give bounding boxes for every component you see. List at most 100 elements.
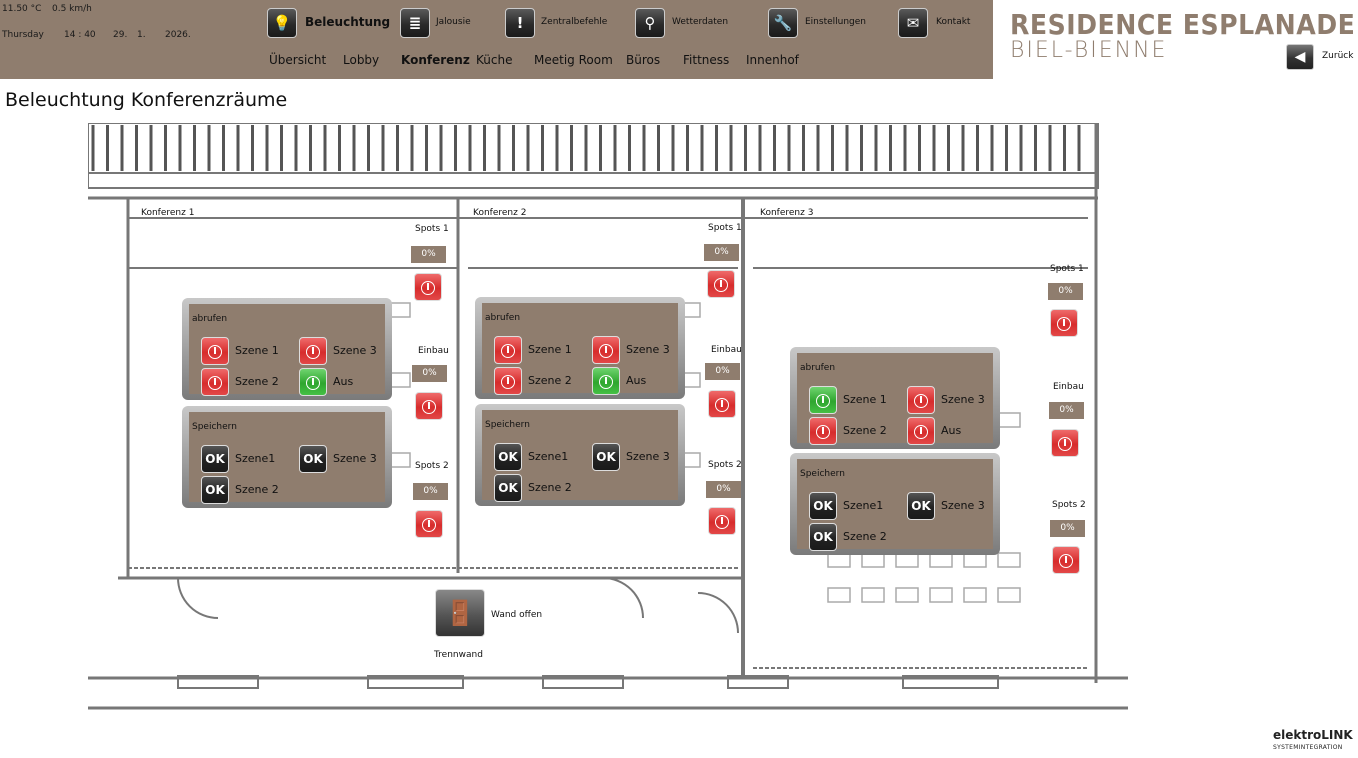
exclamation-icon: ! [516, 14, 524, 32]
nav-label[interactable]: Beleuchtung [305, 15, 391, 29]
channel-toggle-button[interactable] [708, 507, 736, 535]
scene-label: Aus [626, 374, 647, 387]
subnav-tab[interactable]: Konferenz [401, 53, 470, 67]
time: 14 : 40 [64, 30, 96, 40]
scene-save-ok-button[interactable]: OK [299, 445, 327, 473]
scene-label: Szene 3 [941, 499, 985, 512]
scene-recall-button[interactable] [809, 417, 837, 445]
dimmer-value: 0% [1048, 283, 1083, 300]
dimmer-value: 0% [704, 244, 739, 261]
scene-save-ok-button[interactable]: OK [809, 523, 837, 551]
envelope-icon: ✉ [906, 14, 920, 32]
scene-recall-button[interactable] [592, 367, 620, 395]
nav-label[interactable]: Wetterdaten [672, 17, 729, 27]
power-icon [714, 277, 728, 292]
channel-label: Spots 2 [708, 460, 742, 470]
scene-recall-button[interactable] [494, 336, 522, 364]
dimmer-value: 0% [1049, 402, 1084, 419]
subnav-tab[interactable]: Meetig Room [534, 53, 613, 67]
subnav-tab[interactable]: Büros [626, 53, 661, 67]
dimmer-value: 0% [705, 363, 740, 380]
scene-save-ok-button[interactable]: OK [907, 492, 935, 520]
back-label[interactable]: Zurück [1322, 51, 1354, 61]
power-icon [1057, 316, 1071, 331]
scene-save-ok-button[interactable]: OK [494, 474, 522, 502]
nav-label[interactable]: Einstellungen [805, 17, 867, 27]
scene-label: Szene 2 [235, 375, 279, 388]
channel-toggle-button[interactable] [707, 270, 735, 298]
power-icon [208, 344, 222, 359]
power-icon [1058, 436, 1072, 451]
power-icon [599, 343, 613, 358]
scene-recall-button[interactable] [907, 417, 935, 445]
scene-recall-button[interactable] [494, 367, 522, 395]
channel-label: Spots 1 [708, 223, 742, 233]
power-icon [306, 375, 320, 390]
partition-wall-button[interactable]: 🚪 [435, 589, 485, 637]
scene-save-ok-button[interactable]: OK [494, 443, 522, 471]
subnav-tab[interactable]: Übersicht [269, 53, 327, 67]
channel-toggle-button[interactable] [415, 392, 443, 420]
subnav-tab[interactable]: Innenhof [746, 53, 799, 67]
power-icon [715, 397, 729, 412]
nav-einstellungen-button[interactable]: 🔧 [768, 8, 798, 38]
nav-label[interactable]: Zentralbefehle [541, 17, 608, 27]
back-button[interactable]: ◀ [1286, 44, 1314, 70]
nav-wetterdaten-button[interactable]: ⚲ [635, 8, 665, 38]
scene-label: Szene 2 [843, 424, 887, 437]
nav-label[interactable]: Jalousie [436, 17, 471, 27]
scene-label: Szene 2 [235, 483, 279, 496]
scene-save-ok-button[interactable]: OK [201, 445, 229, 473]
logo-tagline: SYSTEMINTEGRATION [1273, 744, 1343, 751]
panel-title: Speichern [192, 422, 237, 432]
scene-recall-button[interactable] [907, 386, 935, 414]
subnav-tab[interactable]: Fittness [683, 53, 730, 67]
nav-jalousie-button[interactable]: ≣ [400, 8, 430, 38]
channel-toggle-button[interactable] [1051, 429, 1079, 457]
scene-recall-button[interactable] [592, 336, 620, 364]
power-icon [422, 517, 436, 532]
channel-toggle-button[interactable] [1052, 546, 1080, 574]
wrench-icon: 🔧 [773, 14, 793, 32]
scene-label: Szene 3 [626, 450, 670, 463]
scene-recall-button[interactable] [809, 386, 837, 414]
channel-toggle-button[interactable] [708, 390, 736, 418]
nav-zentralbefehle-button[interactable]: ! [505, 8, 535, 38]
scene-label: Szene 3 [333, 344, 377, 357]
scene-recall-button[interactable] [299, 368, 327, 396]
scene-recall-button[interactable] [201, 337, 229, 365]
scene-save-ok-button[interactable]: OK [592, 443, 620, 471]
nav-label[interactable]: Kontakt [936, 17, 971, 27]
channel-toggle-button[interactable] [414, 273, 442, 301]
arrow-left-icon: ◀ [1294, 49, 1306, 65]
power-icon [422, 399, 436, 414]
nav-kontakt-button[interactable]: ✉ [898, 8, 928, 38]
channel-toggle-button[interactable] [1050, 309, 1078, 337]
power-icon [1059, 553, 1073, 568]
scene-label: Szene 2 [843, 530, 887, 543]
subnav-tab[interactable]: Lobby [343, 53, 380, 67]
power-icon [914, 424, 928, 439]
scene-recall-button[interactable] [201, 368, 229, 396]
channel-toggle-button[interactable] [415, 510, 443, 538]
channel-label: Spots 1 [415, 224, 449, 234]
nav-beleuchtung-button[interactable]: 💡 [267, 8, 297, 38]
panel-title: abrufen [485, 313, 521, 323]
partition-label: Trennwand [434, 650, 483, 660]
scene-save-ok-button[interactable]: OK [201, 476, 229, 504]
subnav-tab[interactable]: Küche [476, 53, 513, 67]
channel-label: Spots 2 [415, 461, 449, 471]
scene-save-ok-button[interactable]: OK [809, 492, 837, 520]
channel-label: Einbau [711, 345, 742, 355]
power-icon [816, 393, 830, 408]
brand-logo-subtitle: BIEL-BIENNE [1010, 38, 1168, 63]
scene-recall-button[interactable] [299, 337, 327, 365]
header-bar: 11.50 °C 0.5 km/h Thursday 14 : 40 29. 1… [0, 0, 993, 79]
panel-title: Speichern [485, 420, 530, 430]
